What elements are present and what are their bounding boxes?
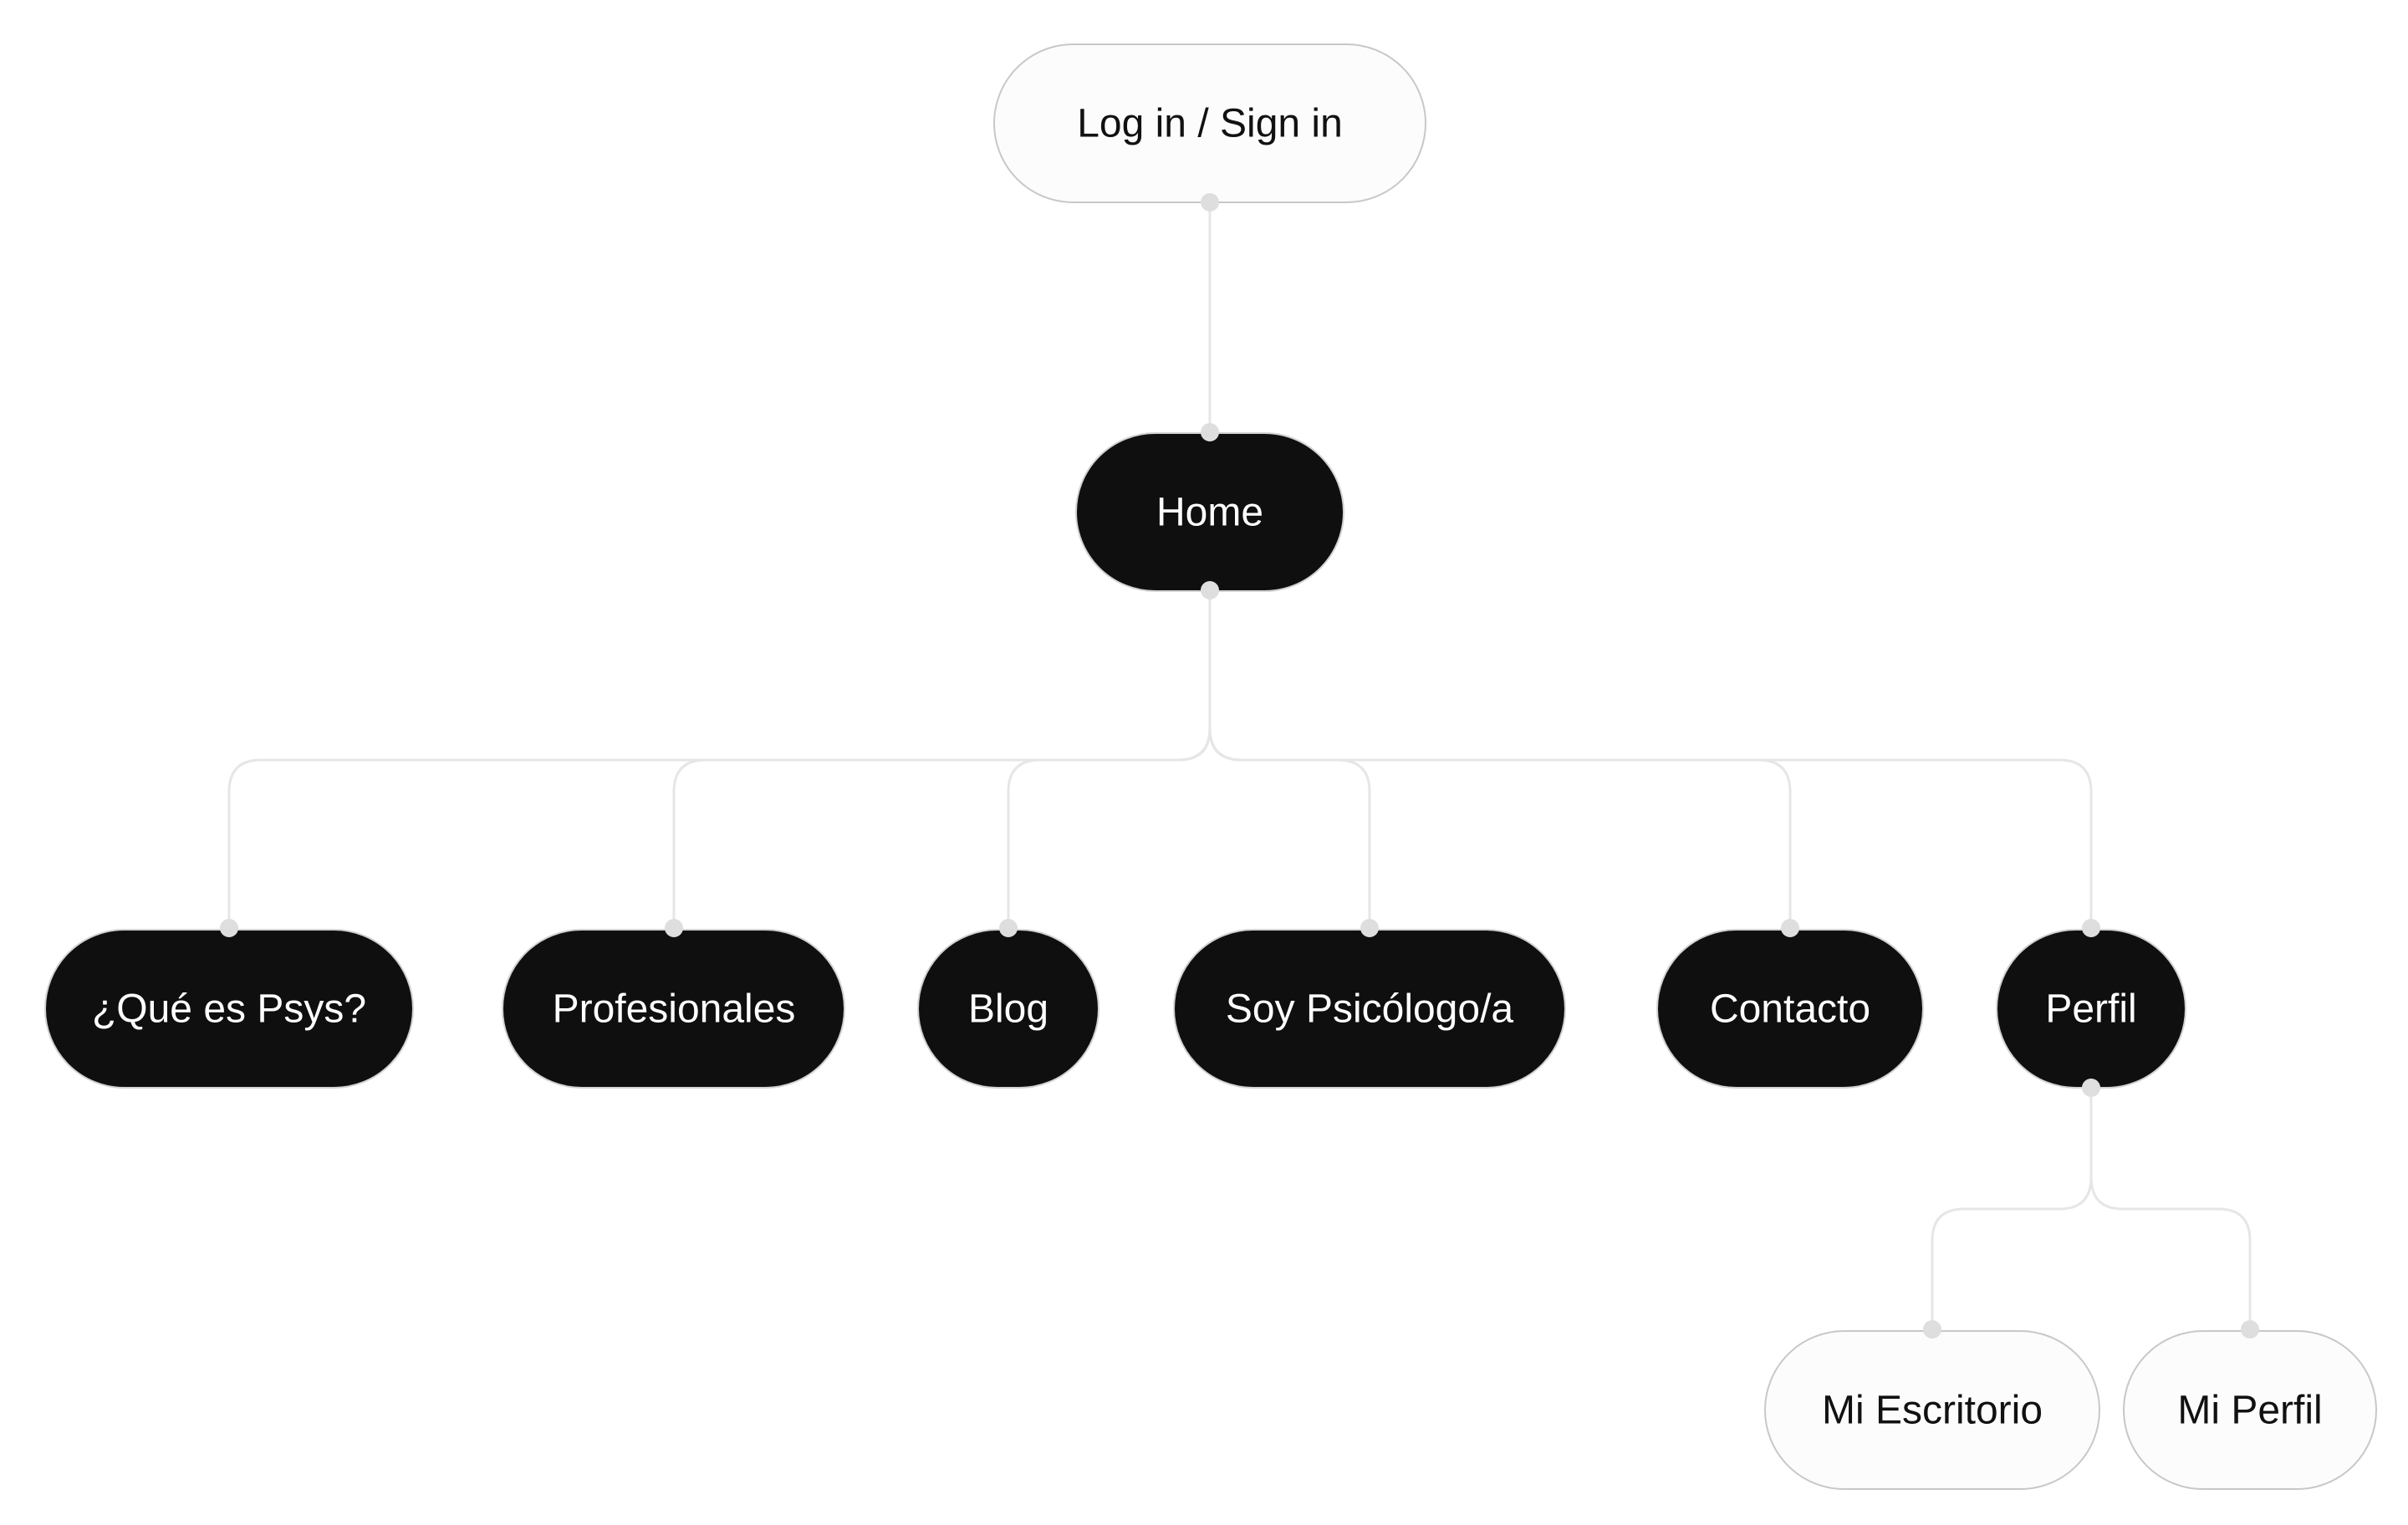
- node-mi-escritorio[interactable]: Mi Escritorio: [1764, 1330, 2100, 1490]
- connector-home-contacto: [1208, 727, 1792, 928]
- node-contacto[interactable]: Contacto: [1656, 929, 1924, 1089]
- dot-soy-psicologo-top: [1360, 919, 1379, 937]
- node-contacto-label: Contacto: [1710, 987, 1870, 1032]
- connector-home-que-es: [227, 727, 1212, 928]
- dot-home-bottom: [1201, 581, 1219, 599]
- node-soy-psicologo-label: Soy Psicólogo/a: [1226, 987, 1514, 1032]
- node-login-label: Log in / Sign in: [1077, 102, 1343, 146]
- dot-contacto-top: [1781, 919, 1799, 937]
- connector-home-perfil: [1208, 727, 2093, 928]
- connector-perfil-mi-escritorio: [1931, 1176, 2093, 1329]
- node-home[interactable]: Home: [1075, 432, 1344, 592]
- dot-login-bottom: [1201, 193, 1219, 212]
- connector-home-profesionales: [672, 727, 1212, 928]
- node-que-es-psys[interactable]: ¿Qué es Psys?: [44, 929, 414, 1089]
- dot-blog-top: [999, 919, 1018, 937]
- node-que-es-psys-label: ¿Qué es Psys?: [92, 987, 366, 1032]
- dot-perfil-top: [2082, 919, 2100, 937]
- node-profesionales[interactable]: Profesionales: [502, 929, 845, 1089]
- node-profesionales-label: Profesionales: [553, 987, 796, 1032]
- node-blog[interactable]: Blog: [917, 929, 1099, 1089]
- node-home-label: Home: [1156, 491, 1263, 535]
- dot-profesionales-top: [665, 919, 683, 937]
- node-mi-perfil-label: Mi Perfil: [2177, 1389, 2322, 1433]
- connector-home-blog: [1007, 727, 1212, 928]
- dot-home-top: [1201, 423, 1219, 441]
- node-mi-perfil[interactable]: Mi Perfil: [2123, 1330, 2377, 1490]
- node-login[interactable]: Log in / Sign in: [993, 43, 1426, 203]
- dot-mi-perfil-top: [2241, 1320, 2259, 1339]
- connector-perfil-mi-perfil: [2089, 1176, 2252, 1329]
- node-perfil[interactable]: Perfil: [1996, 929, 2186, 1089]
- dot-mi-escritorio-top: [1923, 1320, 1941, 1339]
- node-soy-psicologo[interactable]: Soy Psicólogo/a: [1173, 929, 1566, 1089]
- node-blog-label: Blog: [968, 987, 1048, 1032]
- connector-dots: [220, 193, 2259, 1339]
- dot-perfil-bottom: [2082, 1079, 2100, 1097]
- node-perfil-label: Perfil: [2045, 987, 2136, 1032]
- connector-lines: [227, 202, 2252, 1329]
- node-mi-escritorio-label: Mi Escritorio: [1822, 1389, 2043, 1433]
- dot-que-es-top: [220, 919, 238, 937]
